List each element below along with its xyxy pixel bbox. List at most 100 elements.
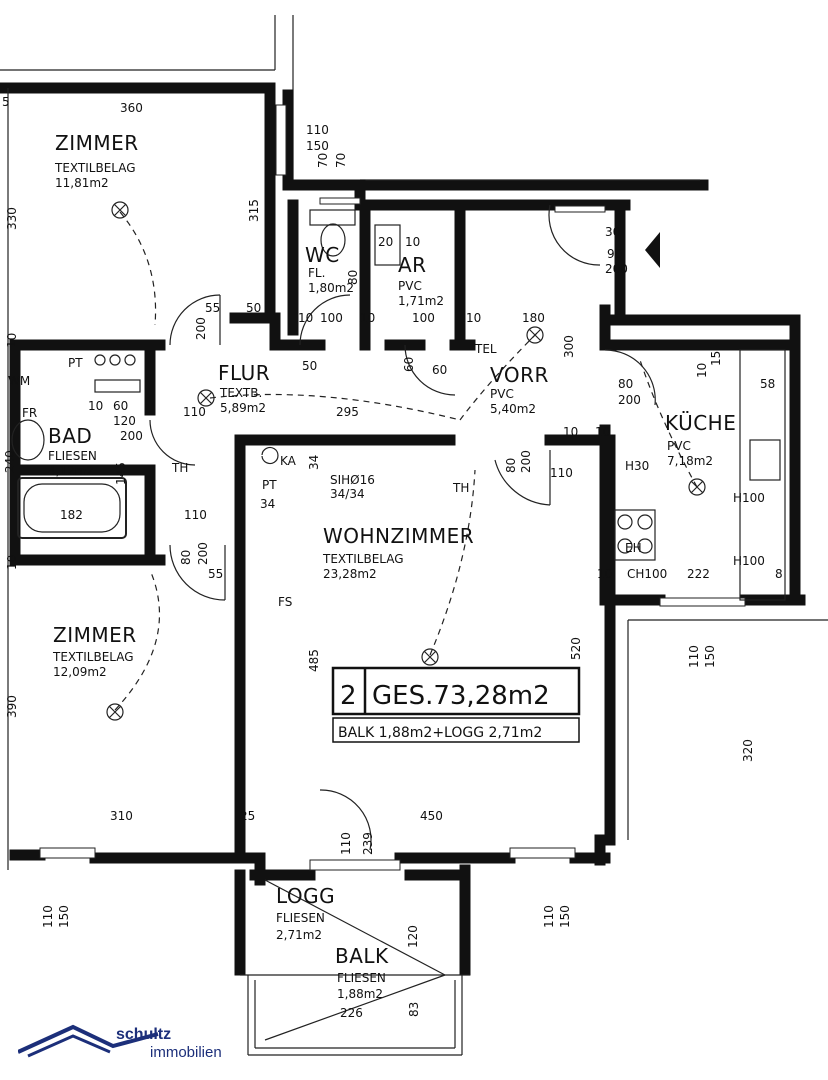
- room-area-logg: 2,71m2: [276, 928, 322, 942]
- dim-60-b: 60: [432, 363, 447, 377]
- room-area-wc: 1,80m2: [308, 281, 354, 295]
- dim-182: 182: [60, 508, 83, 522]
- window-kueche: [659, 597, 746, 607]
- wc-bowl: [320, 223, 346, 257]
- dim-226: 226: [340, 1006, 363, 1020]
- label-h100-b: H100: [733, 554, 765, 568]
- room-floor-logg: FLIESEN: [276, 911, 325, 925]
- dim-200-c: 200: [120, 429, 143, 443]
- lamp-symbol: [197, 389, 215, 407]
- dim-310: 310: [110, 809, 133, 823]
- room-area-vorr: 5,40m2: [490, 402, 536, 416]
- dim-34-a: 34: [260, 497, 275, 511]
- dim-360: 360: [120, 101, 143, 115]
- dim-10-c: 10: [298, 311, 313, 325]
- room-area-wohnzimmer: 23,28m2: [323, 567, 377, 581]
- label-th-1: TH: [452, 481, 469, 495]
- room-area-bad: 4,12m2: [48, 464, 94, 478]
- logo-brand: schultz: [116, 1026, 172, 1043]
- walls: [0, 15, 828, 1056]
- dim-100-b: 100: [412, 311, 435, 325]
- room-floor-zimmer-2: TEXTILBELAG: [52, 650, 134, 664]
- lamp-symbol: [688, 478, 706, 496]
- lamp-symbol: [421, 648, 439, 666]
- label-tel: TEL: [474, 342, 497, 356]
- dim-20: 20: [378, 235, 393, 249]
- entrance-arrow-icon: [645, 232, 660, 268]
- dim-15: 15: [709, 351, 723, 366]
- dim-10-f: 10: [88, 399, 103, 413]
- bathtub: [17, 477, 127, 539]
- label-ch100: CH100: [627, 567, 667, 581]
- dim-110-b: 110: [183, 405, 206, 419]
- dim-58: 58: [760, 377, 775, 391]
- dim-315: 315: [247, 199, 261, 222]
- room-name-logg: LOGG: [276, 884, 335, 908]
- fixtures: [11, 209, 786, 601]
- area-summary: 2 GES.73,28m2 BALK 1,88m2+LOGG 2,71m2: [331, 666, 581, 743]
- room-area-kueche: 7,18m2: [667, 454, 713, 468]
- dim-10-g: 10: [563, 425, 578, 439]
- label-pt: PT: [68, 356, 83, 370]
- label-sih-size: 34/34: [330, 487, 365, 501]
- dim-240: 240: [3, 450, 17, 473]
- room-floor-bad: FLIESEN: [48, 449, 97, 463]
- dim-100-a: 100: [320, 311, 343, 325]
- lamps: [106, 201, 706, 721]
- dim-150-d: 150: [558, 905, 572, 928]
- dim-30: 30: [605, 225, 620, 239]
- dim-110-top: 110: [306, 123, 329, 137]
- logo-sub: immobilien: [150, 1044, 222, 1061]
- dim-200-d: 200: [519, 450, 533, 473]
- room-name-ar: AR: [398, 253, 427, 277]
- dim-520: 520: [569, 637, 583, 660]
- dim-8: 8: [775, 567, 783, 581]
- dim-80-b: 80: [504, 458, 518, 473]
- room-floor-flur: TEXTB.: [219, 386, 262, 400]
- dim-110-g: 110: [41, 905, 55, 928]
- dim-5: 5: [2, 95, 10, 109]
- room-name-zimmer-1: ZIMMER: [55, 131, 139, 155]
- dim-110-h: 110: [542, 905, 556, 928]
- room-name-wc: WC: [305, 243, 340, 267]
- label-wm: WM: [8, 374, 30, 388]
- dim-10-k: 10: [5, 333, 19, 348]
- window-logg: [309, 859, 401, 871]
- dim-295: 295: [336, 405, 359, 419]
- dim-25: 25: [240, 809, 255, 823]
- window-zimmer: [275, 104, 287, 176]
- kitchen-counter: [739, 349, 786, 601]
- logo-roof-icon: [18, 1024, 159, 1058]
- dim-485: 485: [307, 649, 321, 672]
- room-name-bad: BAD: [48, 424, 92, 448]
- total-area: GES.73,28m2: [372, 681, 550, 711]
- dim-320: 320: [741, 739, 755, 762]
- company-logo: schultz immobilien: [18, 1022, 248, 1074]
- wiring: [114, 211, 698, 711]
- room-floor-kueche: PVC: [667, 439, 691, 453]
- room-name-flur: FLUR: [218, 361, 270, 385]
- dim-50-a: 50: [246, 301, 261, 315]
- dim-10-h: 10: [595, 425, 610, 439]
- label-eh: EH: [625, 541, 642, 555]
- dim-10-e: 10: [405, 235, 420, 249]
- dim-80-d: 80: [179, 550, 193, 565]
- window-zimmer2: [39, 847, 96, 859]
- room-floor-wohnzimmer: TEXTILBELAG: [322, 552, 404, 566]
- dim-34-b: 34: [307, 455, 321, 470]
- room-floor-zimmer-1: TEXTILBELAG: [54, 161, 136, 175]
- unit-number: 2: [340, 681, 357, 711]
- room-floor-balk: FLIESEN: [337, 971, 386, 985]
- room-floor-vorr: PVC: [490, 387, 514, 401]
- dim-200-a: 200: [194, 317, 208, 340]
- dim-390: 390: [5, 695, 19, 718]
- room-area-balk: 1,88m2: [337, 987, 383, 1001]
- dim-110-f: 110: [687, 645, 701, 668]
- dim-110-d: 110: [184, 508, 207, 522]
- wc-tank: [309, 209, 356, 226]
- room-name-kueche: KÜCHE: [665, 411, 736, 435]
- dim-239: 239: [361, 832, 375, 855]
- room-labels: ZIMMER TEXTILBELAG 11,81m2 FLUR TEXTB. 5…: [48, 131, 736, 1001]
- room-area-zimmer-2: 12,09m2: [53, 665, 107, 679]
- dim-150-top: 150: [306, 139, 329, 153]
